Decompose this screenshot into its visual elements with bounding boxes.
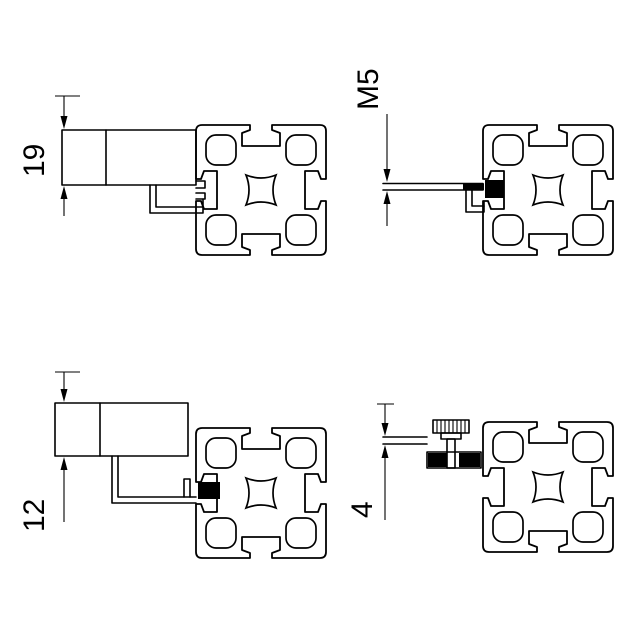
bracket-outer <box>111 455 197 504</box>
arrowhead-down <box>383 169 391 182</box>
profile-top-left <box>195 124 327 256</box>
sheet-and-bolt-top-right <box>382 180 504 213</box>
tnut-screw-assembly <box>426 419 482 469</box>
bracket-outer <box>149 184 204 214</box>
screw-head <box>432 419 470 434</box>
panel-top-left <box>61 129 197 186</box>
dimension-label-m5: M5 <box>352 68 385 110</box>
hammer-head-section <box>198 482 220 499</box>
screw-collar <box>440 432 462 440</box>
dimension-19: 19 <box>18 95 80 216</box>
dimension-12: 12 <box>18 371 80 532</box>
figure-bottom-left: 12 <box>18 371 327 559</box>
profile-bottom-right <box>482 421 614 553</box>
figure-top-left: 19 <box>18 95 327 256</box>
screw-head-knurl <box>436 420 466 433</box>
arrowhead-down <box>60 389 68 402</box>
clamp-bracket-top-left <box>149 180 206 214</box>
dimension-m5: M5 <box>352 68 391 226</box>
tnut-body <box>426 451 482 469</box>
figure-bottom-right: 4 <box>346 403 614 553</box>
slot-tongue-upper <box>195 180 206 189</box>
panel-bottom-left <box>54 402 189 457</box>
dimension-label-4: 4 <box>346 501 379 518</box>
arrowhead-up <box>383 191 391 204</box>
arrowhead-up <box>60 186 68 199</box>
slot-tongue-lower <box>195 192 206 200</box>
dimension-4: 4 <box>346 403 394 520</box>
bracket-inner <box>117 455 197 498</box>
screw-shaft <box>446 438 456 469</box>
arrowhead-down <box>60 116 68 129</box>
arrowhead-down <box>381 423 389 436</box>
dimension-label-19: 19 <box>18 144 51 177</box>
arrowhead-up <box>381 445 389 458</box>
bracket-inner <box>155 184 204 208</box>
tnut-section-left <box>428 453 447 467</box>
panel-body <box>61 129 197 186</box>
clamp-bracket-bottom-left <box>111 455 220 504</box>
hammer-head-section <box>485 180 504 198</box>
figure-top-right: M5 <box>352 68 614 256</box>
tnut-section-right <box>459 453 480 467</box>
clamp-claw-inner <box>471 189 485 207</box>
panel-body <box>54 402 189 457</box>
clamp-claw-outer <box>465 189 485 213</box>
bracket-claw <box>183 478 191 498</box>
sheet-lines-bottom-right <box>382 436 428 445</box>
bolt-shank-section <box>463 183 484 190</box>
dimension-label-12: 12 <box>18 499 51 532</box>
arrowhead-up <box>60 457 68 470</box>
